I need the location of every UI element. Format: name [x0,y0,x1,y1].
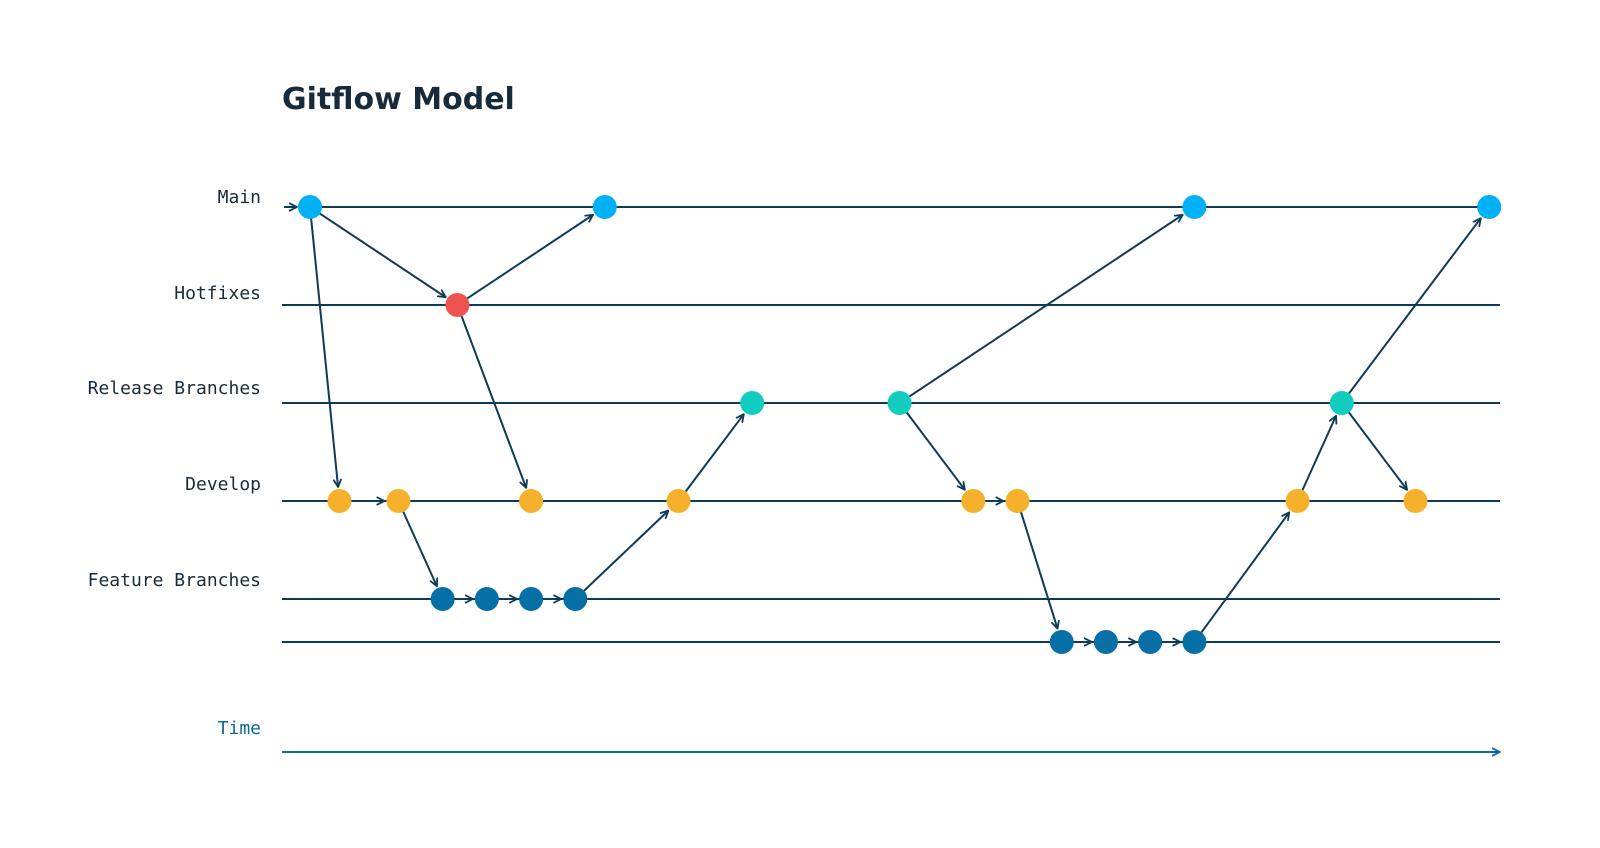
edge-d6-g1 [1019,510,1060,630]
time-axis-label: Time [217,718,261,739]
edge-d2-f1 [401,509,439,588]
commit-d8 [1403,489,1428,513]
commit-d6 [1005,489,1030,513]
commit-f4 [563,587,588,611]
commit-f3 [519,587,544,611]
commit-r3 [1329,391,1354,415]
lane-label-main: Main [217,187,261,208]
commit-h1 [445,293,470,317]
edge-h1-d3 [459,314,528,489]
commit-d4 [666,489,691,513]
commit-g2 [1093,630,1118,654]
commit-d7 [1285,489,1310,513]
commit-f1 [430,587,455,611]
commit-d3 [519,489,544,513]
lane-label-release-branches: Release Branches [87,378,261,399]
lane-label-develop: Develop [185,474,261,495]
commit-d1 [327,489,352,513]
commit-d2 [386,489,411,513]
commit-m1 [298,195,322,219]
edge-m1-d1 [310,216,342,488]
lane-label-feature-branches: Feature Branches [87,570,261,591]
commit-m4 [1477,195,1502,219]
commit-m3 [1182,195,1207,219]
commit-g1 [1049,630,1074,654]
edge-m1-h1 [317,211,447,299]
page-title: Gitflow Model [282,82,515,117]
edge-d4-r1 [683,413,745,494]
edge-d7-r3 [1300,414,1338,493]
edge-r3-d8 [1347,410,1408,491]
commit-r2 [887,391,912,415]
edge-f4-d4 [581,509,670,593]
edge-g4-d7 [1199,511,1291,635]
commit-r1 [740,391,765,415]
commit-g4 [1182,630,1207,654]
edge-r3-m4 [1347,217,1482,396]
commit-d5 [961,489,986,513]
edge-r2-m3 [907,213,1184,399]
edge-r2-d5 [904,410,966,491]
commit-m2 [592,195,617,219]
commit-g3 [1138,630,1163,654]
lane-label-hotfixes: Hotfixes [174,283,261,304]
edge-h1-m2 [465,213,595,301]
commit-f2 [474,587,499,611]
